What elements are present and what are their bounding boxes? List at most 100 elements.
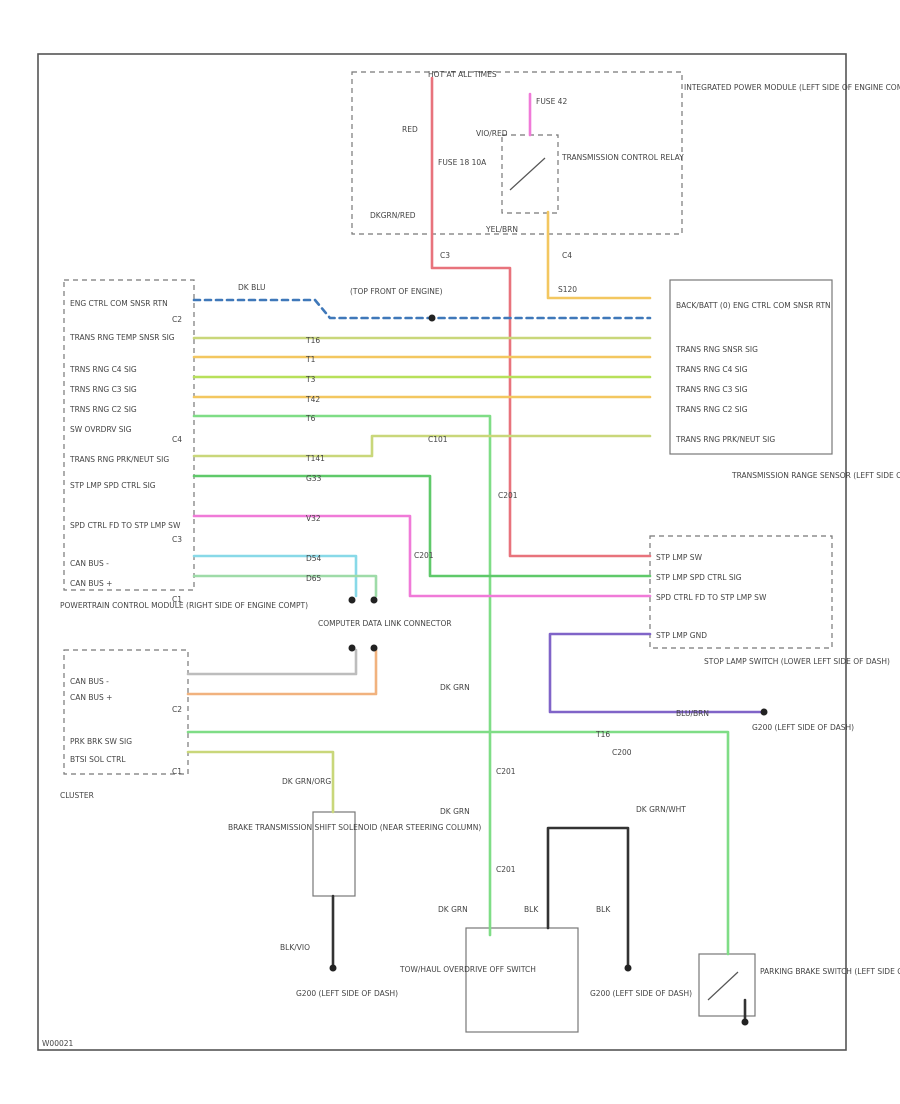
label-dk-grn: DK GRN bbox=[440, 807, 470, 816]
label-dlc: COMPUTER DATA LINK CONNECTOR bbox=[318, 619, 452, 628]
ground-dot bbox=[329, 964, 337, 972]
label-splice: C201 bbox=[496, 865, 516, 874]
label-tcr: TRANSMISSION CONTROL RELAY bbox=[561, 153, 684, 162]
overdrive-switch bbox=[465, 927, 579, 1033]
wire-stp-lmp-gnd bbox=[548, 632, 762, 714]
wire-can-plus bbox=[192, 574, 378, 598]
label-fuse-top: FUSE 42 bbox=[536, 97, 567, 106]
wire-cluster-can-minus bbox=[186, 648, 358, 676]
label-circuit: T42 bbox=[305, 395, 320, 404]
sls-pin-label: STP LMP SPD CTRL SIG bbox=[656, 573, 742, 582]
label-dk-grn: DK GRN bbox=[438, 905, 468, 914]
wire-overdrive-ground bbox=[546, 826, 630, 970]
pcm-pin-label: TRNS RNG C3 SIG bbox=[69, 385, 137, 394]
splice-dot bbox=[428, 314, 436, 322]
label-dkgrn-red: DKGRN/RED bbox=[370, 211, 416, 220]
label-pcm: POWERTRAIN CONTROL MODULE (RIGHT SIDE OF… bbox=[60, 601, 308, 610]
cluster-connector-c1: C1 bbox=[172, 767, 182, 776]
wire-red-trs-feed bbox=[430, 76, 652, 558]
label-ground: G200 (LEFT SIDE OF DASH) bbox=[590, 989, 692, 998]
label-circuit: T3 bbox=[305, 375, 316, 384]
label-yelbrn: YEL/BRN bbox=[485, 225, 518, 234]
pcm-pin-label: STP LMP SPD CTRL SIG bbox=[70, 481, 156, 490]
trs-pin-label: TRANS RNG C3 SIG bbox=[675, 385, 748, 394]
pcm-pin-label: CAN BUS - bbox=[70, 559, 109, 568]
sls-pin-label: SPD CTRL FD TO STP LMP SW bbox=[656, 593, 767, 602]
pcm-connector-c1: C1 bbox=[172, 595, 182, 604]
pcm-box bbox=[63, 279, 195, 591]
label-c4: C4 bbox=[562, 251, 572, 260]
cluster-pin-label: CAN BUS - bbox=[70, 677, 109, 686]
label-circuit: D65 bbox=[306, 574, 322, 583]
label-circuit: G33 bbox=[306, 474, 322, 483]
ground-dot bbox=[624, 964, 632, 972]
label-blk-vio: BLK/VIO bbox=[280, 943, 310, 952]
label-splice: C201 bbox=[414, 551, 434, 560]
label-circuit: T16 bbox=[595, 730, 610, 739]
label-dkgrn-wht: DK GRN/WHT bbox=[636, 805, 686, 814]
label-sls: STOP LAMP SWITCH (LOWER LEFT SIDE OF DAS… bbox=[704, 657, 890, 666]
pcm-pin-label: TRNS RNG C4 SIG bbox=[69, 365, 137, 374]
sls-pin-label: STP LMP SW bbox=[656, 553, 703, 562]
pcm-pin-label: TRNS RNG C2 SIG bbox=[69, 405, 137, 414]
pcm-connector-c2: C2 bbox=[172, 315, 182, 324]
wire-dk-grn-overdrive bbox=[192, 414, 492, 937]
dlc-pin-dot bbox=[348, 644, 356, 652]
cluster-pin-label: CAN BUS + bbox=[70, 693, 112, 702]
wire-cluster-can-plus bbox=[186, 648, 378, 696]
relay-box bbox=[501, 134, 559, 214]
label-c3: C3 bbox=[440, 251, 450, 260]
ground-dot bbox=[741, 1018, 749, 1026]
ipm-box bbox=[351, 71, 683, 235]
dlc-pin-dot bbox=[370, 596, 378, 604]
label-dkgrn-org: DK GRN/ORG bbox=[282, 777, 331, 786]
wire-spd-ctrl-fd bbox=[192, 514, 652, 598]
dlc-pin-dot bbox=[348, 596, 356, 604]
label-ground: G200 (LEFT SIDE OF DASH) bbox=[296, 989, 398, 998]
cluster-connector-c2: C2 bbox=[172, 705, 182, 714]
label-shift-solenoid: BRAKE TRANSMISSION SHIFT SOLENOID (NEAR … bbox=[228, 823, 481, 832]
wire-prk-brk bbox=[186, 730, 730, 956]
label-fuse-left: FUSE 18 10A bbox=[438, 158, 487, 167]
label-circuit: T6 bbox=[305, 414, 316, 423]
sls-pin-label: STP LMP GND bbox=[656, 631, 707, 640]
wire-btsi bbox=[186, 750, 335, 814]
label-trs: TRANSMISSION RANGE SENSOR (LEFT SIDE OF … bbox=[731, 471, 900, 480]
ground-dot bbox=[760, 708, 768, 716]
cluster-box bbox=[63, 649, 189, 775]
pcm-connector-c3: C3 bbox=[172, 535, 182, 544]
label-s120: S120 bbox=[558, 285, 577, 294]
trs-pin-label: TRANS RNG PRK/NEUT SIG bbox=[675, 435, 775, 444]
pcm-pin-label: TRANS RNG TEMP SNSR SIG bbox=[69, 333, 175, 342]
label-ground: G200 (LEFT SIDE OF DASH) bbox=[752, 723, 854, 732]
pcm-pin-label: CAN BUS + bbox=[70, 579, 112, 588]
label-splice: C201 bbox=[498, 491, 518, 500]
label-overdrive-switch: TOW/HAUL OVERDRIVE OFF SWITCH bbox=[399, 965, 536, 974]
pb-switch-contact bbox=[707, 971, 739, 1001]
footer-code: W00021 bbox=[42, 1039, 74, 1048]
wire-stp-lmp-spd bbox=[192, 474, 652, 578]
label-circuit: D54 bbox=[306, 554, 322, 563]
trs-box bbox=[669, 279, 833, 455]
trs-pin-label: TRANS RNG C2 SIG bbox=[675, 405, 748, 414]
label-splice: C200 bbox=[612, 748, 632, 757]
parking-brake-switch bbox=[698, 953, 756, 1017]
pcm-pin-label: SPD CTRL FD TO STP LMP SW bbox=[70, 521, 181, 530]
trs-pin-label: TRANS RNG C4 SIG bbox=[675, 365, 748, 374]
label-dk-blu: DK BLU bbox=[238, 283, 266, 292]
trs-pin-label: TRANS RNG SNSR SIG bbox=[675, 345, 758, 354]
cluster-pin-label: PRK BRK SW SIG bbox=[70, 737, 132, 746]
label-splice: C101 bbox=[428, 435, 448, 444]
wire-yelbrn-relay bbox=[546, 210, 652, 300]
wire-dk-blu-dashed bbox=[192, 298, 652, 320]
relay-contact bbox=[509, 157, 546, 191]
label-cluster: CLUSTER bbox=[60, 791, 94, 800]
pcm-pin-label: TRANS RNG PRK/NEUT SIG bbox=[69, 455, 169, 464]
label-ipm: INTEGRATED POWER MODULE (LEFT SIDE OF EN… bbox=[684, 83, 900, 92]
label-red: RED bbox=[402, 125, 418, 134]
label-hot-at-all-times: HOT AT ALL TIMES bbox=[428, 70, 497, 79]
pcm-connector-c4: C4 bbox=[172, 435, 182, 444]
label-top-front-of-engine: (TOP FRONT OF ENGINE) bbox=[350, 287, 443, 296]
label-circuit: T141 bbox=[305, 454, 325, 463]
